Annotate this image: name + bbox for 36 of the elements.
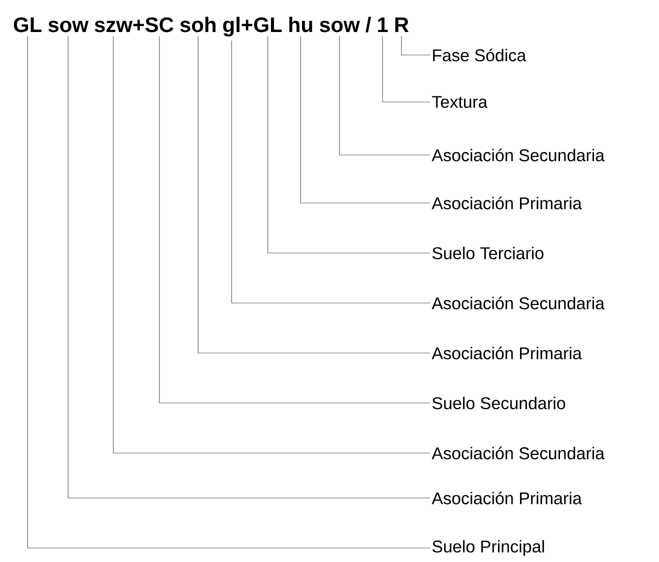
leader-line xyxy=(159,36,430,404)
leader-line xyxy=(112,36,430,454)
formula-term: soh xyxy=(180,16,216,32)
formula-term: 1 xyxy=(378,18,388,32)
formula-term: GL xyxy=(14,17,42,32)
label-text: Asociación Secundaria xyxy=(432,148,605,162)
leader-line xyxy=(231,40,430,304)
label-text: Fase Sódica xyxy=(433,48,526,62)
label-text: Suelo Secundario xyxy=(432,396,566,410)
leader-line xyxy=(401,36,430,56)
formula-term: sow xyxy=(48,20,89,32)
formula-term: SC xyxy=(145,17,174,32)
label-text: Asociación Secundaria xyxy=(432,296,605,310)
formula-term: R xyxy=(395,18,409,32)
label-text: Suelo Principal xyxy=(432,540,544,556)
formula-term: szw xyxy=(94,20,133,32)
leader-line xyxy=(68,36,430,498)
formula-term: GL xyxy=(254,17,282,32)
formula-term: sow xyxy=(320,20,360,32)
formula-operator: + xyxy=(133,20,144,30)
label-text: Asociación Primaria xyxy=(432,196,582,210)
leader-line xyxy=(27,36,430,548)
formula-term: hu xyxy=(289,16,312,32)
formula-operator: + xyxy=(242,20,252,30)
label-text: Asociación Primaria xyxy=(432,492,582,504)
leader-line xyxy=(268,36,430,254)
leader-line xyxy=(300,36,430,204)
leader-line xyxy=(382,36,430,102)
label-text: Suelo Terciario xyxy=(432,246,544,260)
label-text: Asociación Primaria xyxy=(432,346,582,360)
leader-line xyxy=(198,36,430,354)
label-text: Textura xyxy=(432,96,488,108)
leader-line xyxy=(339,36,430,156)
label-text: Asociación Secundaria xyxy=(432,446,605,460)
formula-term: gl xyxy=(223,16,240,36)
formula-operator: / xyxy=(366,16,371,32)
